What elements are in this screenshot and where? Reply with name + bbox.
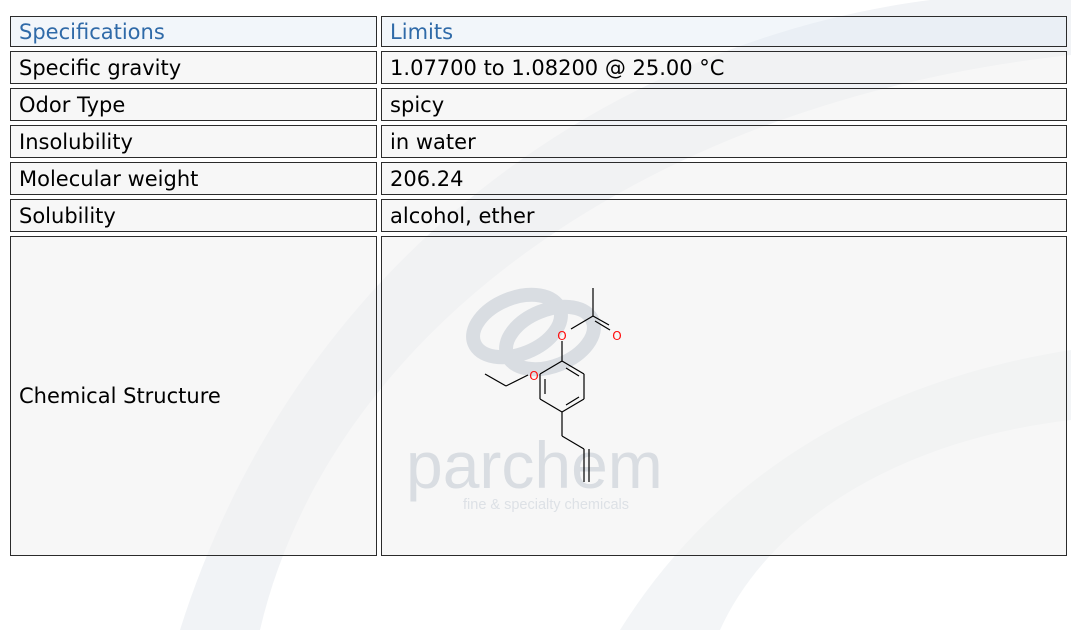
table-row: Molecular weight 206.24	[10, 162, 1067, 195]
header-limits: Limits	[381, 16, 1067, 47]
spec-name: Odor Type	[10, 88, 378, 121]
oxygen-atom-label: O	[529, 369, 538, 383]
logo-tagline: fine & specialty chemicals	[463, 497, 629, 513]
table-row: Odor Type spicy	[10, 88, 1067, 121]
table-row: Insolubility in water	[10, 125, 1067, 158]
spec-limit: 1.07700 to 1.08200 @ 25.00 °C	[381, 51, 1067, 84]
logo-wordmark: parchem	[406, 428, 663, 502]
spec-limit: in water	[381, 125, 1067, 158]
spec-name: Chemical Structure	[10, 236, 378, 556]
bond	[561, 360, 585, 375]
chemical-structure-cell: parchem fine & specialty chemicals	[381, 236, 1067, 556]
bond-double	[594, 320, 611, 331]
chemical-structure-image: parchem fine & specialty chemicals	[406, 287, 663, 513]
spec-name: Insolubility	[10, 125, 378, 158]
bond	[561, 398, 585, 413]
bond	[539, 360, 563, 375]
header-specifications: Specifications	[10, 16, 378, 47]
table-header-row: Specifications Limits	[10, 16, 1067, 47]
spec-limit: 206.24	[381, 162, 1067, 195]
oxygen-atom-label: O	[557, 329, 566, 343]
bond-inner	[565, 396, 580, 406]
molecule-bonds	[484, 288, 611, 482]
bond	[484, 373, 507, 387]
spec-limit: alcohol, ether	[381, 199, 1067, 232]
logo-ring-right	[499, 299, 601, 377]
table-row: Specific gravity 1.07700 to 1.08200 @ 25…	[10, 51, 1067, 84]
bond	[570, 315, 594, 330]
oxygen-atom-label: O	[612, 329, 621, 343]
parchem-logo-watermark: parchem fine & specialty chemicals	[406, 287, 663, 513]
spec-limit: spicy	[381, 88, 1067, 121]
spec-name: Solubility	[10, 199, 378, 232]
table-row-structure: Chemical Structure parchem fine & specia…	[10, 236, 1067, 556]
bond	[505, 374, 529, 387]
bond	[561, 435, 585, 450]
bond	[539, 398, 563, 413]
bond	[592, 315, 610, 326]
specifications-table: Specifications Limits Specific gravity 1…	[6, 12, 1071, 560]
oxygen-atoms: O O O	[529, 329, 621, 383]
table-row: Solubility alcohol, ether	[10, 199, 1067, 232]
spec-name: Specific gravity	[10, 51, 378, 84]
spec-name: Molecular weight	[10, 162, 378, 195]
bond-inner	[565, 367, 580, 377]
